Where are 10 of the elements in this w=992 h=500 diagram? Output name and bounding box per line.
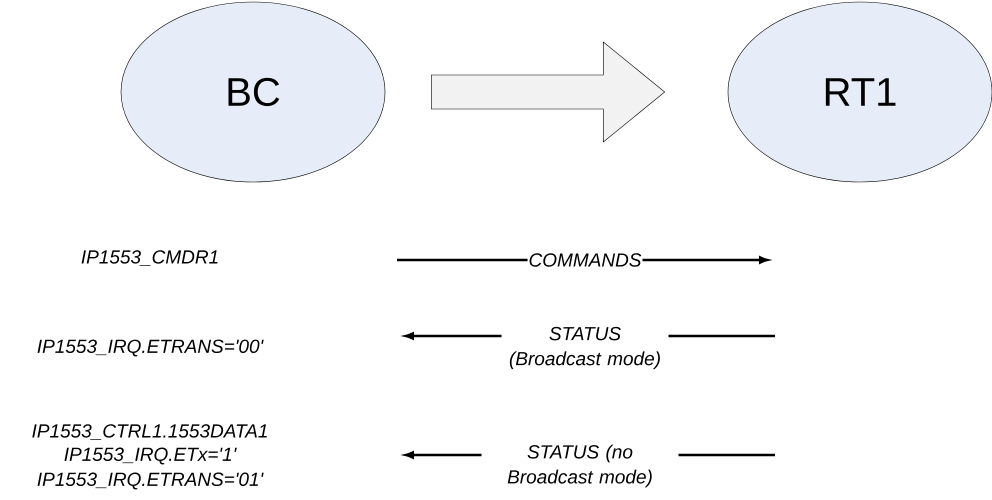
register-label: IP1553_IRQ.ETRANS='01' xyxy=(38,472,264,490)
register-label: IP1553_IRQ.ETx='1' xyxy=(64,448,237,464)
block-arrow xyxy=(431,41,666,143)
register-label: IP1553_CMDR1 xyxy=(82,250,218,266)
ellipse-node: RT1 xyxy=(728,2,992,182)
register-label: IP1553_IRQ.ETRANS='00' xyxy=(38,340,264,356)
ellipse-node: BC xyxy=(120,2,386,182)
register-label: IP1553_CTRL1.1553DATA1 xyxy=(32,424,267,440)
message-label: STATUS (no Broadcast mode) xyxy=(508,444,652,488)
message-label: STATUS (Broadcast mode) xyxy=(510,326,660,370)
